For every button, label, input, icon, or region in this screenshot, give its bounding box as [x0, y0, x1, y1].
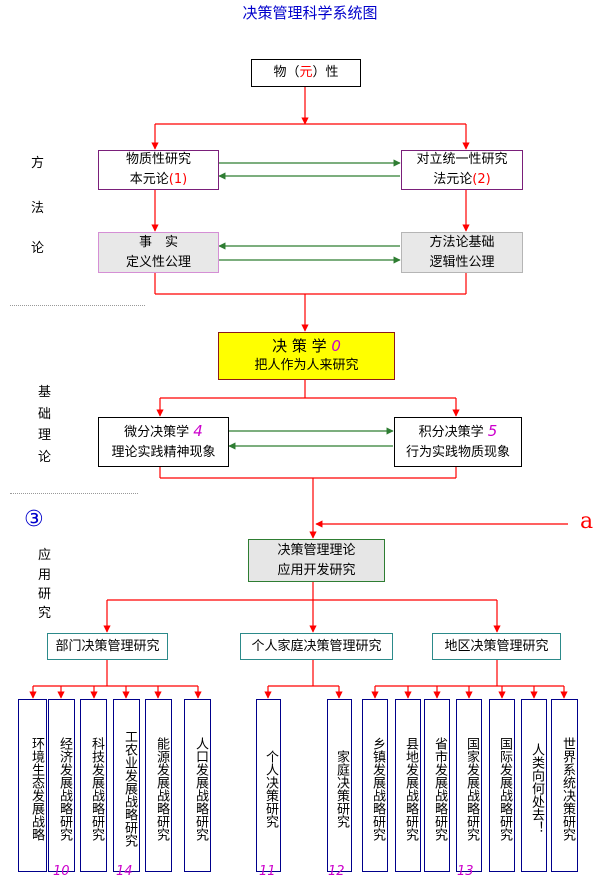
leaf-county: 县地发展战略研究 — [395, 699, 421, 872]
leaf-number-14: 14 — [116, 864, 133, 879]
personal-decision-box: 个人家庭决策管理研究 — [240, 633, 393, 660]
integral-title: 积分决策学 5 — [418, 422, 498, 440]
unity-subtitle: 法元论(2) — [433, 172, 491, 187]
input-label-a: a — [580, 509, 594, 534]
leaf-humanity: 人类向何处去！ — [521, 699, 547, 872]
diagram-title: 决策管理科学系统图 — [242, 4, 378, 22]
separator-line — [10, 305, 145, 306]
leaf-industry-agriculture: 工农业发展战略研究 — [113, 699, 140, 872]
region-decision-box: 地区决策管理研究 — [432, 633, 561, 660]
leaf-national: 国家发展战略研究 — [456, 699, 482, 872]
leaf-township: 乡镇发展战略研究 — [362, 699, 388, 872]
side-label-applied-2: 用 — [38, 568, 52, 583]
materiality-research-box: 物质性研究 本元论(1) — [98, 150, 219, 190]
leaf-number-13: 13 — [457, 864, 474, 879]
leaf-international: 国际发展战略研究 — [489, 699, 515, 872]
fact-subtitle: 定义性公理 — [125, 254, 191, 270]
applied-theory-box: 决策管理理论 应用开发研究 — [248, 539, 385, 582]
leaf-number-12: 12 — [328, 864, 345, 879]
side-label-applied-1: 应 — [38, 548, 52, 563]
leaf-world-system: 世界系统决策研究 — [551, 699, 578, 872]
decision-title: 决 策 学 0 — [272, 337, 341, 355]
method-subtitle: 逻辑性公理 — [429, 254, 495, 270]
micro-subtitle: 理论实践精神现象 — [111, 445, 216, 460]
unity-title: 对立统一性研究 — [416, 152, 508, 167]
micro-title: 微分决策学 4 — [124, 422, 203, 440]
fact-axiom-box: 事 实 定义性公理 — [98, 232, 219, 273]
decision-science-box: 决 策 学 0 把人作为人来研究 — [218, 332, 395, 380]
top-box-prefix: 物（ — [273, 65, 300, 80]
material-nature-box: 物（元）性 — [251, 59, 361, 87]
decision-subtitle: 把人作为人来研究 — [254, 358, 359, 373]
leaf-environment: 环境生态发展战略 — [18, 699, 47, 872]
leaf-number-10: 10 — [53, 864, 70, 879]
separator-line — [10, 493, 138, 494]
leaf-family: 家庭决策研究 — [327, 699, 352, 872]
leaf-technology: 科技发展战略研究 — [80, 699, 107, 872]
applied-marker-circled-3: ③ — [24, 507, 44, 532]
side-label-basic-3: 理 — [38, 428, 52, 443]
side-label-basic-1: 基 — [38, 385, 52, 400]
method-axiom-box: 方法论基础 逻辑性公理 — [401, 232, 523, 273]
side-label-basic-2: 础 — [38, 407, 52, 422]
unity-research-box: 对立统一性研究 法元论(2) — [401, 150, 523, 190]
top-box-highlight: 元 — [299, 65, 313, 80]
side-label-method-3: 论 — [31, 241, 45, 256]
side-label-applied-3: 研 — [38, 587, 52, 602]
dept-decision-box: 部门决策管理研究 — [47, 633, 168, 660]
side-label-method-2: 法 — [31, 201, 45, 216]
top-box-suffix: ）性 — [312, 65, 339, 80]
leaf-economy: 经济发展战略研究 — [48, 699, 75, 872]
side-label-applied-4: 究 — [38, 606, 52, 621]
materiality-title: 物质性研究 — [125, 152, 191, 167]
fact-title: 事 实 — [138, 234, 178, 250]
integral-decision-box: 积分决策学 5 行为实践物质现象 — [394, 417, 522, 467]
integral-subtitle: 行为实践物质现象 — [405, 445, 510, 460]
applied-title: 决策管理理论 — [277, 542, 356, 558]
leaf-province-city: 省市发展战略研究 — [424, 699, 450, 872]
leaf-energy: 能源发展战略研究 — [145, 699, 172, 872]
materiality-subtitle: 本元论(1) — [129, 172, 188, 187]
leaf-population: 人口发展战略研究 — [184, 699, 211, 872]
applied-subtitle: 应用开发研究 — [277, 562, 356, 578]
side-label-basic-4: 论 — [38, 450, 52, 465]
leaf-number-11: 11 — [259, 864, 276, 879]
micro-decision-box: 微分决策学 4 理论实践精神现象 — [98, 417, 229, 467]
leaf-individual: 个人决策研究 — [256, 699, 281, 872]
side-label-method-1: 方 — [31, 156, 45, 171]
method-title: 方法论基础 — [429, 234, 495, 250]
